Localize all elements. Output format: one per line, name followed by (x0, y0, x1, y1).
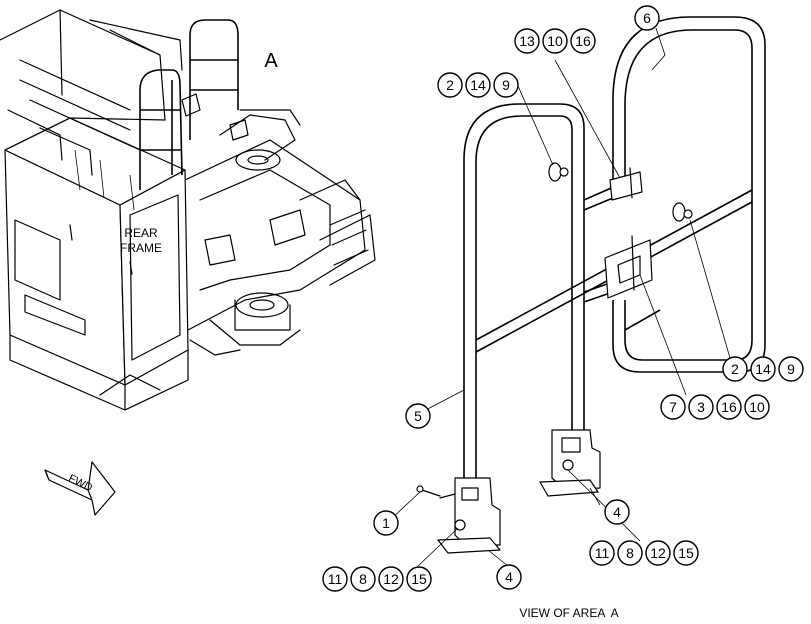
callout-item: 2 (446, 77, 454, 93)
callout-6: 6 (634, 5, 660, 31)
callout-1: 1 (373, 510, 399, 536)
callout-11-8-12-15-right: 11 8 12 15 (589, 540, 699, 566)
callout-item: 2 (731, 361, 739, 377)
callout-4-right: 4 (604, 499, 630, 525)
callout-11-8-12-15-left: 11 8 12 15 (322, 566, 432, 592)
callout-item: 3 (697, 399, 705, 415)
callout-item: 11 (595, 545, 610, 561)
callout-item: 12 (650, 545, 666, 561)
callout-item: 16 (575, 33, 591, 49)
callout-item: 14 (755, 361, 771, 377)
callout-item: 15 (411, 571, 427, 587)
view-letter: A (264, 50, 278, 72)
callout-item: 1 (382, 515, 390, 531)
callout-item: 9 (787, 361, 795, 377)
callout-item: 10 (749, 399, 765, 415)
callout-2-14-9-upper: 2 14 9 (437, 72, 519, 98)
callout-item: 13 (519, 33, 535, 49)
view-caption: VIEW OF AREA A (519, 606, 618, 620)
handrail-assembly-drawing (389, 16, 766, 567)
callout-item: 4 (613, 504, 621, 520)
callout-item: 11 (328, 571, 343, 587)
callout-item: 8 (359, 571, 367, 587)
callout-5: 5 (405, 403, 431, 429)
callout-2-14-9-lower: 2 14 9 (722, 356, 804, 382)
callout-item: 8 (626, 545, 634, 561)
callout-item: 5 (414, 408, 422, 424)
rear-frame-drawing: REAR FRAME (0, 9, 376, 411)
callout-4-left: 4 (496, 564, 522, 590)
callout-item: 12 (383, 571, 399, 587)
callout-item: 16 (721, 399, 737, 415)
fwd-arrow-icon: FWD (44, 461, 116, 516)
callout-7-3-16-10: 7 3 16 10 (660, 394, 770, 420)
rear-frame-label-line2: FRAME (120, 241, 162, 255)
callout-item: 6 (643, 10, 651, 26)
rear-frame-label-line1: REAR (124, 226, 158, 240)
callout-item: 15 (678, 545, 694, 561)
callout-13-10-16: 13 10 16 (514, 28, 596, 54)
callout-item: 10 (547, 33, 563, 49)
callout-item: 14 (470, 77, 486, 93)
callout-item: 4 (505, 569, 513, 585)
callout-item: 7 (669, 399, 677, 415)
callout-item: 9 (502, 77, 510, 93)
